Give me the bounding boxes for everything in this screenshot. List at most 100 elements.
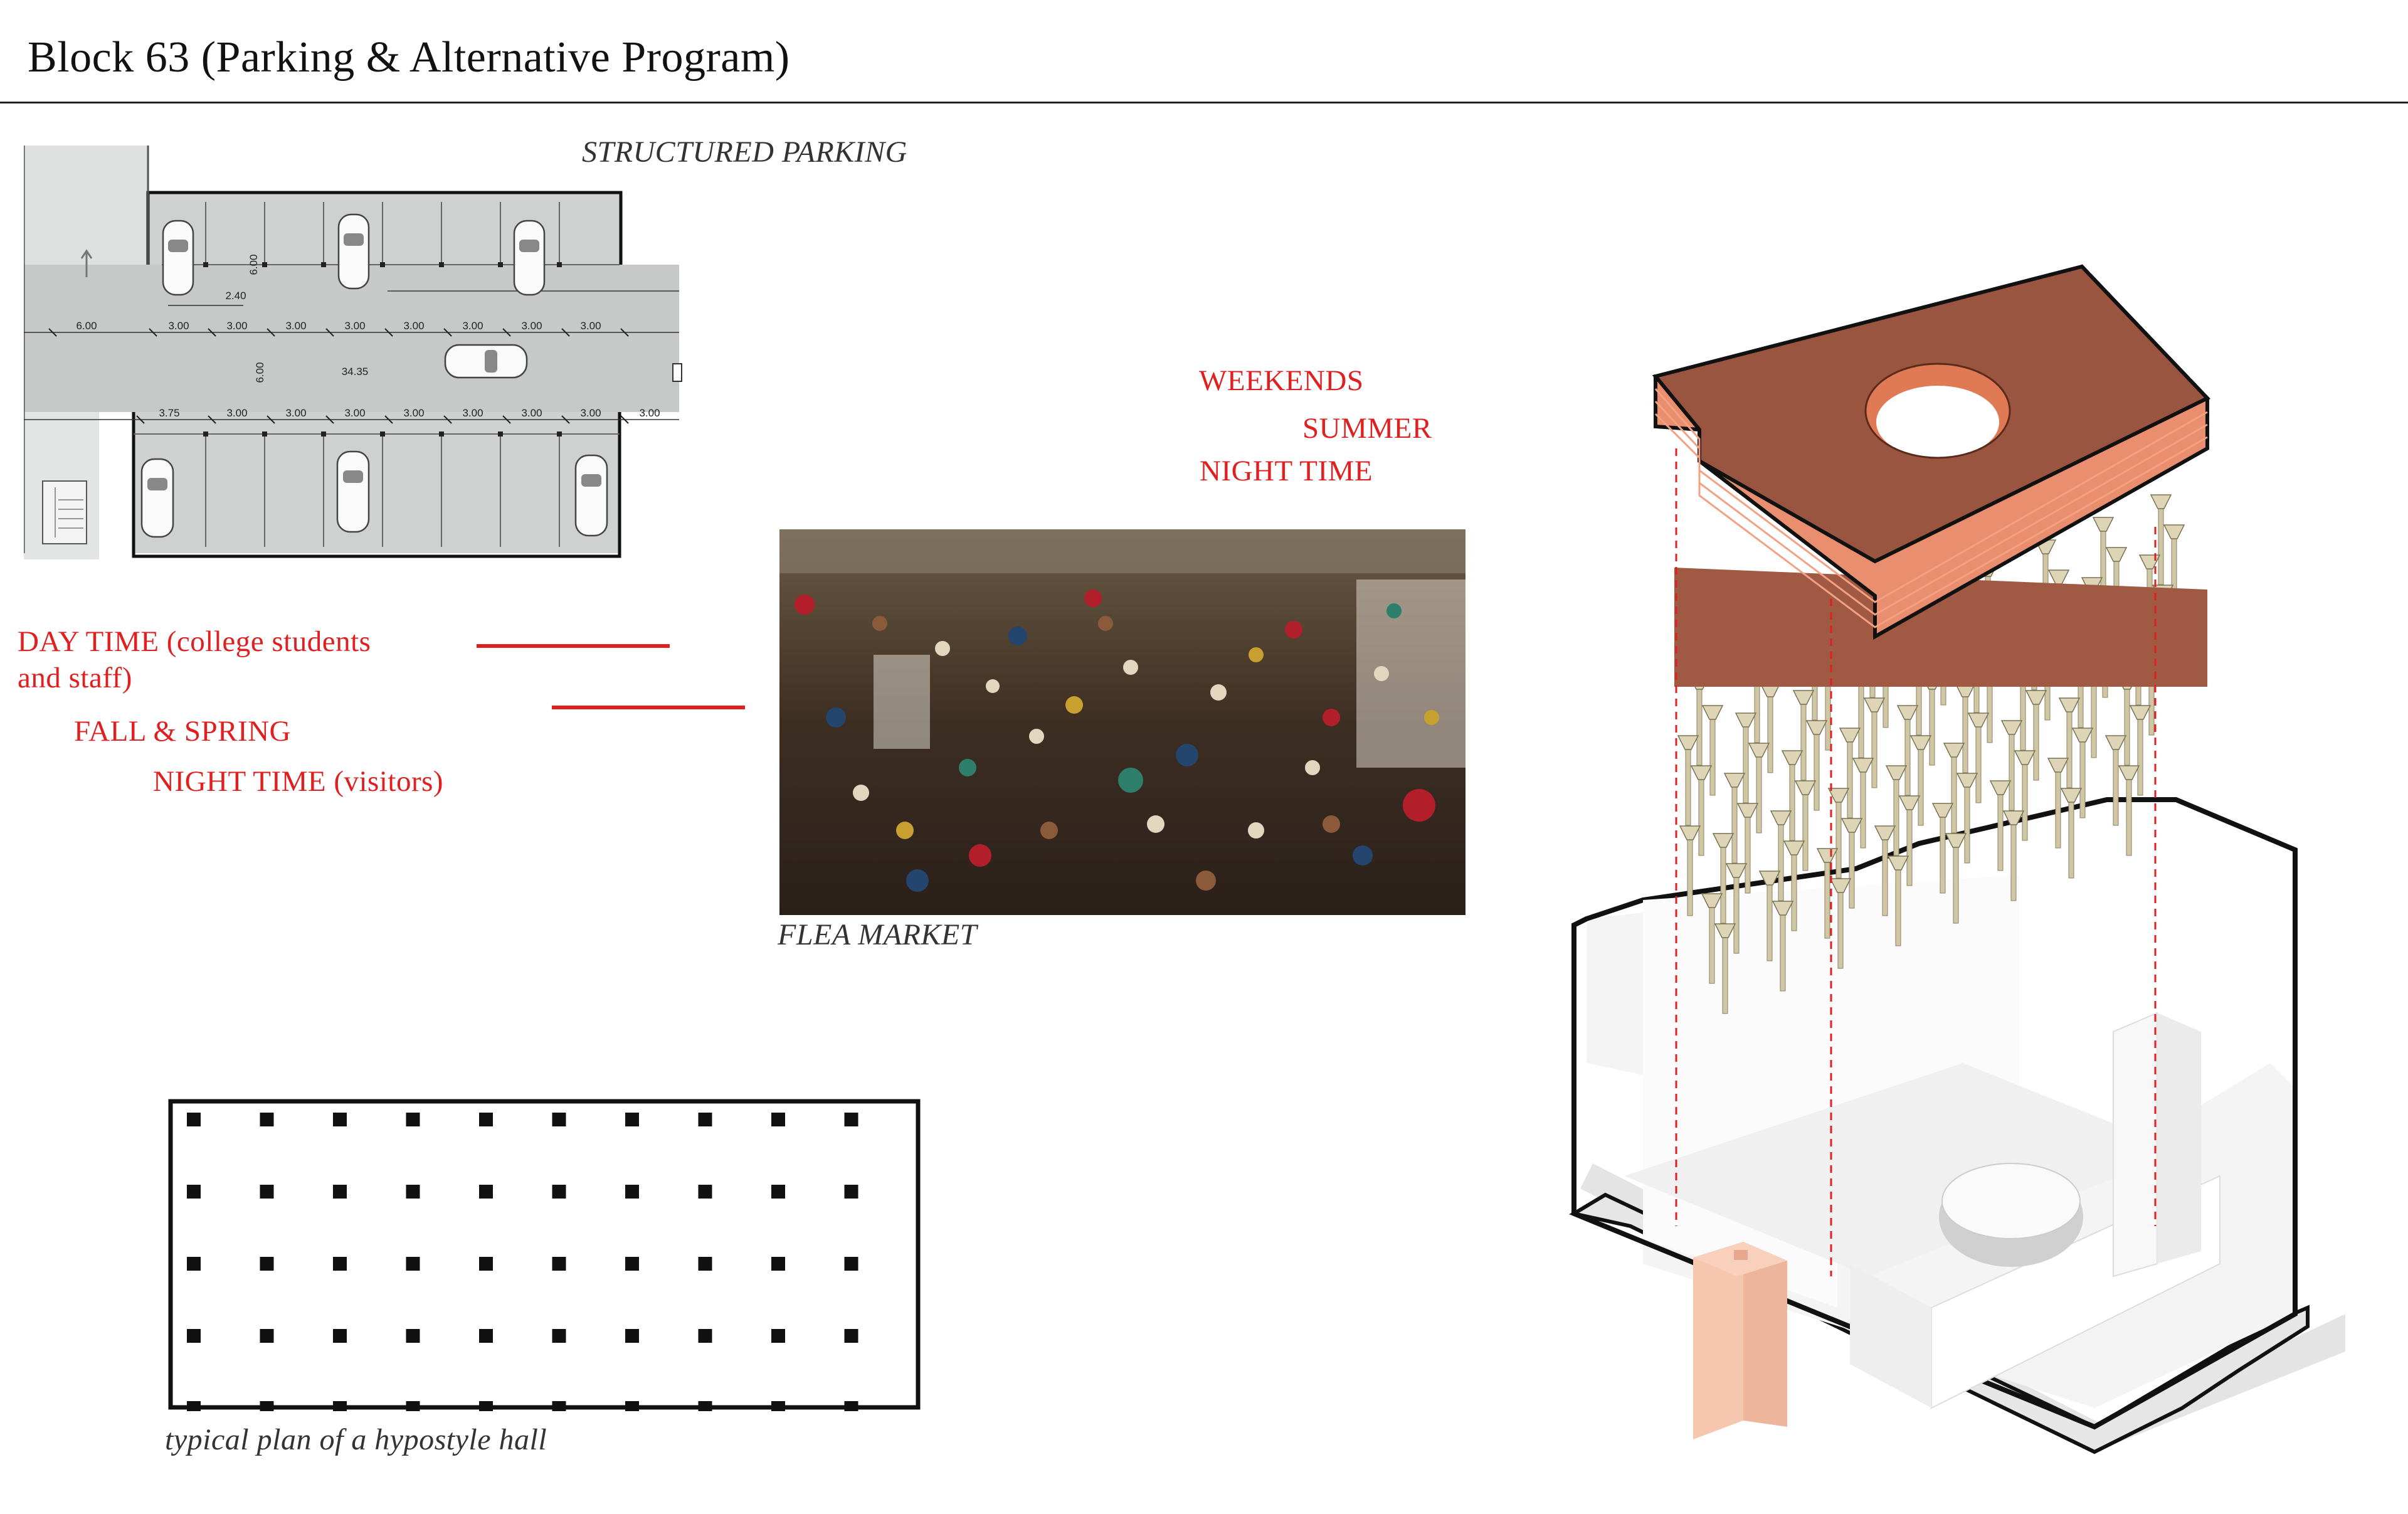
column-shaft — [1964, 778, 1970, 864]
column-capital — [1783, 840, 1805, 855]
column-shaft — [1778, 815, 1784, 901]
hypostyle-column — [771, 1401, 785, 1411]
hypostyle-column — [333, 1329, 347, 1343]
column-capital — [2002, 810, 2025, 825]
dim-upper-6: 3.00 — [462, 320, 483, 332]
dim-upper-0: 6.00 — [76, 320, 97, 332]
hypostyle-column — [260, 1401, 274, 1411]
column-capital — [2138, 554, 2161, 569]
column-shaft — [1849, 823, 1855, 909]
column-capital — [1967, 712, 1990, 728]
hypostyle-column — [479, 1329, 493, 1343]
column-shaft — [1906, 800, 1913, 886]
column-shaft — [2137, 710, 2143, 796]
hypostyle-column — [552, 1257, 566, 1271]
column-shaft — [2009, 725, 2015, 811]
column-shaft — [1951, 748, 1957, 834]
column-shaft — [2022, 755, 2028, 841]
column-capital — [1805, 720, 1828, 735]
column-shaft — [1722, 928, 1728, 1014]
column-capital — [1839, 728, 1861, 743]
column-shaft — [2113, 740, 2119, 826]
column-shaft — [2010, 815, 2017, 901]
column-capital — [1701, 893, 1723, 908]
label-summer: SUMMER — [1302, 412, 1432, 445]
dim-upper-8: 3.00 — [580, 320, 601, 332]
structured-parking-caption: STRUCTURED PARKING — [582, 135, 907, 169]
column-capital — [1874, 825, 1896, 840]
column-shaft — [1882, 830, 1888, 916]
column-capital — [1887, 855, 1909, 871]
column-capital — [2104, 735, 2127, 750]
hypostyle-column — [844, 1113, 858, 1126]
column-capital — [1748, 743, 1770, 758]
column-capital — [2150, 494, 2172, 509]
column-capital — [2047, 569, 2070, 585]
column-capital — [1931, 803, 1954, 818]
label-night-time-visitors: NIGHT TIME (visitors) — [153, 765, 444, 798]
hypostyle-column — [625, 1113, 639, 1126]
dim-bay-width: 2.40 — [225, 290, 246, 302]
column-capital — [1772, 901, 1794, 916]
column-capital — [1735, 712, 1757, 728]
hypostyle-column — [187, 1185, 201, 1199]
column-capital — [1758, 871, 1781, 886]
dim-upper-1: 3.00 — [168, 320, 189, 332]
dim-lower-7: 3.00 — [580, 407, 601, 419]
hypostyle-column — [479, 1113, 493, 1126]
hypostyle-column — [771, 1257, 785, 1271]
hypostyle-column — [844, 1257, 858, 1271]
column-shaft — [1733, 868, 1740, 954]
column-shaft — [1814, 725, 1820, 811]
column-capital — [1736, 803, 1759, 818]
hypostyle-column — [844, 1401, 858, 1411]
hypostyle-column — [479, 1257, 493, 1271]
existing-building-model — [1693, 1242, 1787, 1439]
column-capital — [1840, 818, 1863, 833]
projection-lines — [1675, 448, 2157, 1276]
column-capital — [1885, 765, 1908, 780]
hypostyle-column — [844, 1329, 858, 1343]
column-capital — [1945, 833, 1967, 848]
column-capital — [2129, 705, 2152, 720]
axonometric-diagram — [1569, 264, 2345, 1454]
column-capital — [2000, 720, 2023, 735]
column-shaft — [1709, 898, 1715, 984]
column-shaft — [1962, 687, 1968, 773]
column-shaft — [2068, 793, 2074, 879]
hypostyle-column — [771, 1329, 785, 1343]
column-shaft — [1871, 702, 1877, 788]
column-capital — [2071, 728, 2094, 743]
column-shaft — [2055, 763, 2061, 849]
column-shaft — [1767, 687, 1773, 773]
hypostyle-column — [406, 1257, 420, 1271]
column-capital — [1725, 863, 1748, 878]
column-shaft — [1802, 785, 1809, 871]
hypostyle-column — [187, 1401, 201, 1411]
column-shaft — [2033, 695, 2039, 781]
hypostyle-column — [698, 1329, 712, 1343]
hypostyle-column — [698, 1185, 712, 1199]
column-shaft — [1918, 740, 1924, 826]
column-shaft — [1780, 906, 1786, 992]
column-capital — [2058, 697, 2081, 712]
dim-upper-2: 3.00 — [226, 320, 247, 332]
column-shaft — [1687, 830, 1693, 916]
hypostyle-column — [333, 1257, 347, 1271]
dim-lower-4: 3.00 — [403, 407, 424, 419]
hypostyle-column — [187, 1113, 201, 1126]
column-shaft — [1685, 740, 1691, 826]
column-capital — [1712, 833, 1735, 848]
column-shaft — [1835, 793, 1842, 879]
column-capital — [2092, 517, 2115, 532]
hypostyle-column — [479, 1185, 493, 1199]
column-shaft — [1953, 838, 1959, 924]
dim-lower-6: 3.00 — [521, 407, 542, 419]
column-capital — [1898, 795, 1921, 810]
column-capital — [2025, 690, 2047, 705]
hypostyle-column — [625, 1401, 639, 1411]
column-shaft — [1893, 770, 1899, 856]
hypostyle-column — [260, 1257, 274, 1271]
column-shaft — [1766, 876, 1773, 961]
column-capital — [2118, 765, 2140, 780]
